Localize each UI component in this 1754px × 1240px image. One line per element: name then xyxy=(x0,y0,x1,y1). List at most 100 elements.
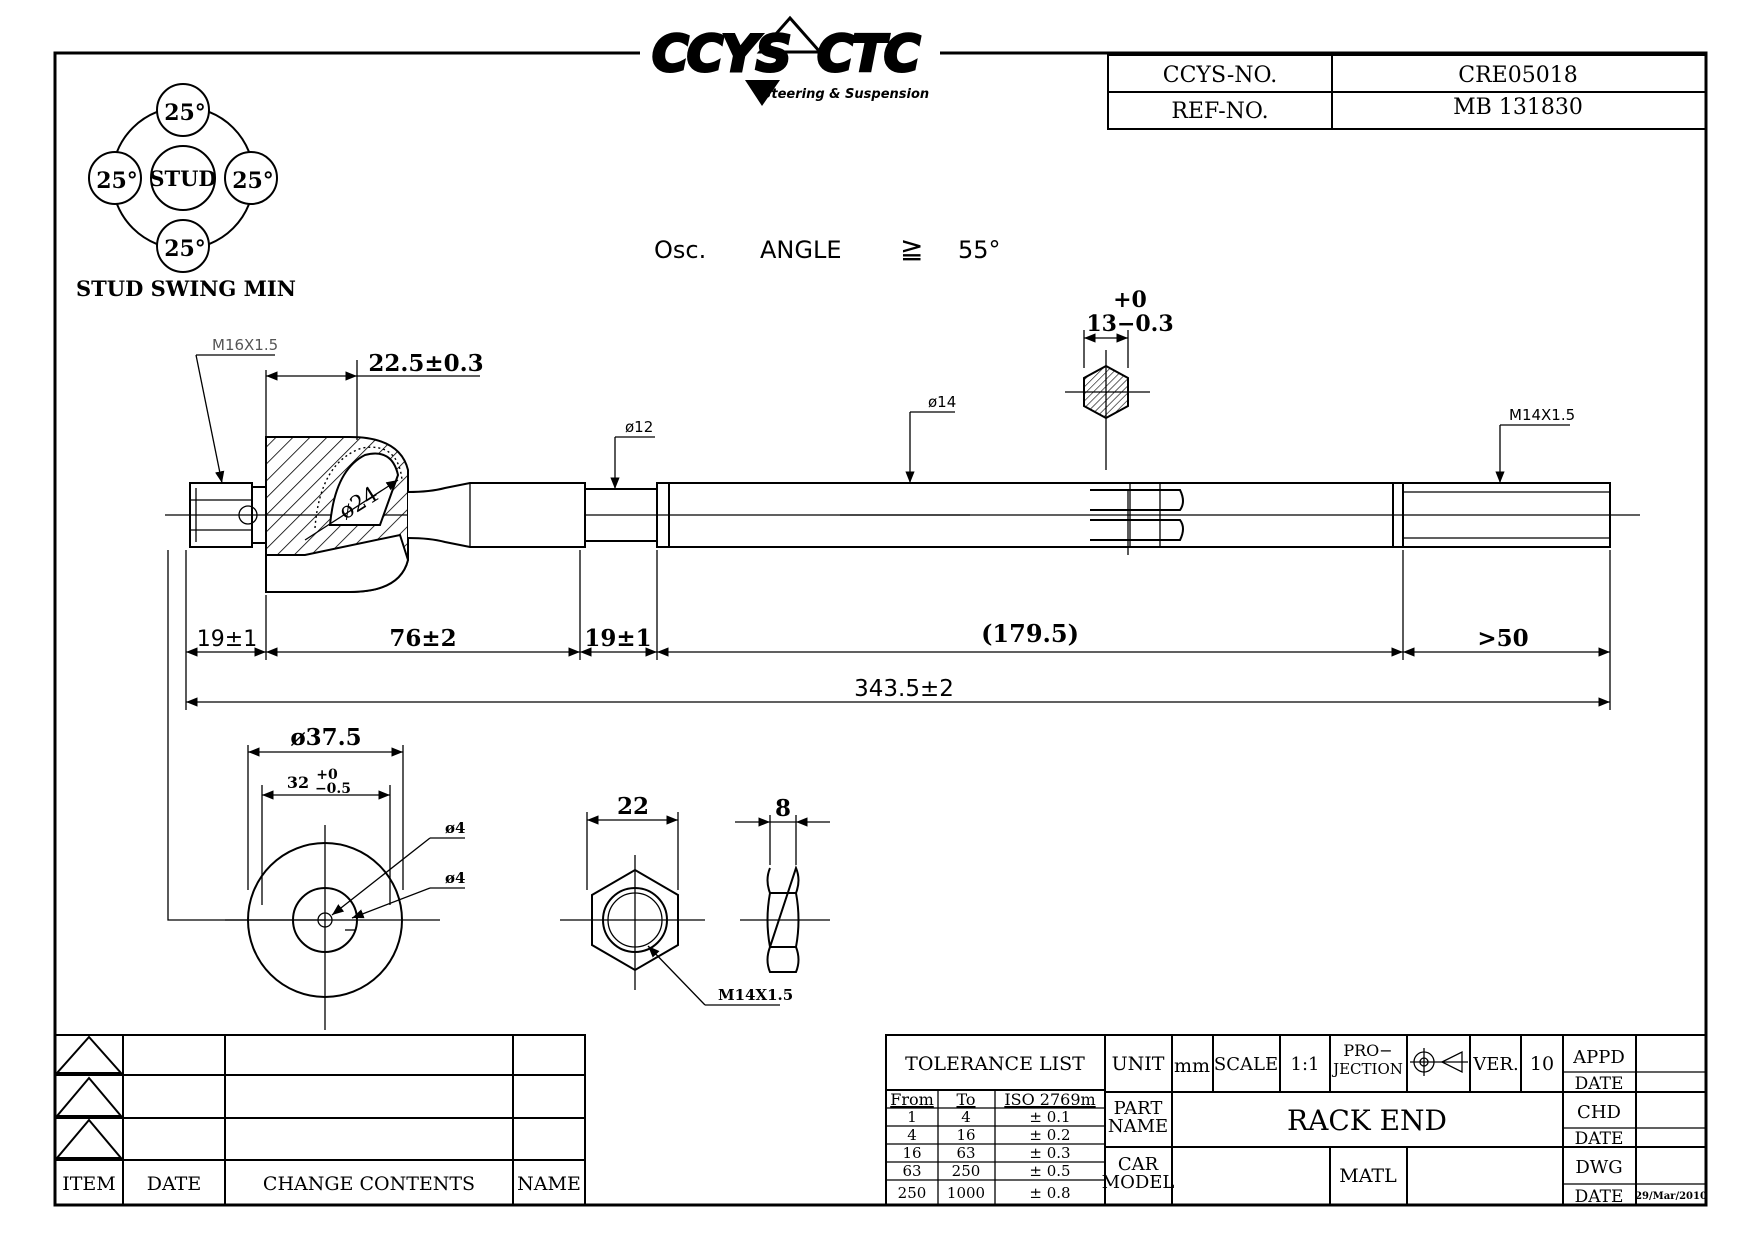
stud-swing-diagram: STUD 25° 25° 25° 25° STUD SWING MIN xyxy=(76,83,296,301)
tol-value: ± 0.1 xyxy=(1029,1108,1070,1126)
osc-label: Osc. xyxy=(654,236,706,264)
logo-brand-right: CTC xyxy=(817,25,921,83)
gte-symbol: ≧ xyxy=(900,232,923,265)
hex-tol-top: +0 xyxy=(1113,287,1147,313)
logo-tagline: Steering & Suspension xyxy=(762,87,929,102)
dim-32-tol-bottom: −0.5 xyxy=(315,781,351,797)
angle-label: ANGLE xyxy=(760,236,842,264)
tol-from: 16 xyxy=(902,1144,921,1162)
nut-thread-label: M14X1.5 xyxy=(718,986,793,1004)
unit-label: UNIT xyxy=(1112,1053,1165,1075)
stud-label: STUD xyxy=(149,166,216,191)
rev-header-name: NAME xyxy=(517,1173,581,1195)
housing-length-label: 22.5±0.3 xyxy=(368,350,483,377)
revision-table: ITEM DATE CHANGE CONTENTS NAME xyxy=(54,1034,586,1206)
chd-date-label: DATE xyxy=(1575,1129,1624,1149)
dim-over-50: >50 xyxy=(1477,625,1528,652)
tol-from: 63 xyxy=(902,1162,921,1180)
dwg-label: DWG xyxy=(1575,1157,1622,1178)
projection-label-1: PRO− xyxy=(1343,1041,1392,1060)
version-value: 10 xyxy=(1530,1053,1554,1075)
ref-no-label: REF-NO. xyxy=(1171,99,1268,124)
swing-angle-bottom: 25° xyxy=(164,236,206,262)
dim-dia-37-5: ø37.5 xyxy=(290,724,361,751)
unit-value: mm xyxy=(1174,1055,1210,1077)
tol-header-from: From xyxy=(890,1090,934,1109)
title-block: TOLERANCE LIST From To ISO 2769m 1 4 ± 0… xyxy=(885,1034,1707,1207)
drawing-frame xyxy=(53,51,1708,1207)
rev-header-date: DATE xyxy=(147,1173,201,1195)
osc-angle-value: 55° xyxy=(958,236,1001,264)
tolerance-title: TOLERANCE LIST xyxy=(905,1053,1085,1075)
projection-label-2: JECTION xyxy=(1331,1060,1403,1078)
dim-19-mid: 19±1 xyxy=(584,625,651,652)
dim-32: 32 xyxy=(287,773,309,792)
material-label: MATL xyxy=(1339,1165,1397,1187)
tol-row-2: 4 16 ± 0.2 xyxy=(907,1126,1070,1144)
part-name-label-2: NAME xyxy=(1108,1116,1168,1137)
tol-header-iso: ISO 2769m xyxy=(1004,1090,1095,1109)
revision-triangle-2 xyxy=(54,1076,124,1117)
tol-from: 250 xyxy=(898,1184,927,1202)
appd-date-label: DATE xyxy=(1575,1074,1624,1094)
length-dimensions: 19±1 76±2 19±1 (179.5) >50 343.5±2 xyxy=(185,550,1611,710)
car-model-label-2: MODEL xyxy=(1102,1172,1175,1193)
hole-dia-2: ø4 xyxy=(445,869,465,887)
nut-thickness-label: 8 xyxy=(775,795,791,822)
dwg-date-label: DATE xyxy=(1575,1187,1624,1207)
tol-to: 16 xyxy=(956,1126,975,1144)
swing-angle-top: 25° xyxy=(164,100,206,126)
dim-179-5: (179.5) xyxy=(981,619,1079,648)
swing-angle-left: 25° xyxy=(96,168,138,194)
car-model-label-1: CAR xyxy=(1118,1154,1159,1175)
dim-32-tol-top: +0 xyxy=(316,767,338,783)
tol-value: ± 0.3 xyxy=(1029,1144,1070,1162)
tol-to: 63 xyxy=(956,1144,975,1162)
tol-from: 1 xyxy=(907,1108,917,1126)
first-angle-projection-icon xyxy=(1410,1048,1468,1076)
part-number-table: CCYS-NO. CRE05018 REF-NO. MB 131830 xyxy=(1107,54,1707,130)
revision-triangle-1 xyxy=(54,1035,124,1074)
hole-dia-1: ø4 xyxy=(445,819,465,837)
part-name-label-1: PART xyxy=(1114,1098,1163,1119)
tol-value: ± 0.8 xyxy=(1029,1184,1070,1202)
stud-end-view: ø37.5 32 +0 −0.5 ø4 ø4 xyxy=(167,550,465,1030)
version-label: VER. xyxy=(1472,1054,1518,1075)
tol-row-4: 63 250 ± 0.5 xyxy=(902,1162,1070,1180)
tol-row-5: 250 1000 ± 0.8 xyxy=(898,1184,1071,1202)
revision-triangle-3 xyxy=(54,1118,124,1159)
dim-76: 76±2 xyxy=(389,625,456,652)
tol-value: ± 0.2 xyxy=(1029,1126,1070,1144)
dwg-date-value: 29/Mar/2010 xyxy=(1635,1191,1707,1202)
swing-angle-right: 25° xyxy=(232,168,274,194)
osc-angle-note: Osc. ANGLE ≧ 55° xyxy=(654,232,1001,265)
tol-to: 1000 xyxy=(947,1184,985,1202)
hex-section-view: +0 13−0.3 xyxy=(1065,287,1174,555)
scale-label: SCALE xyxy=(1214,1054,1278,1075)
tol-row-3: 16 63 ± 0.3 xyxy=(902,1144,1070,1162)
tol-to: 250 xyxy=(952,1162,981,1180)
nut-side-view: 8 xyxy=(735,795,830,973)
thread-right-label: M14X1.5 xyxy=(1509,406,1575,424)
tol-row-1: 1 4 ± 0.1 xyxy=(907,1108,1070,1126)
thread-left-label: M16X1.5 xyxy=(212,336,278,354)
dim-19-left: 19±1 xyxy=(197,627,257,652)
tol-to: 4 xyxy=(961,1108,971,1126)
nut-front-view: 22 M14X1.5 xyxy=(560,793,793,1006)
company-logo: CCYS CTC Steering & Suspension xyxy=(651,15,929,106)
part-name-value: RACK END xyxy=(1287,1104,1447,1137)
ref-no-value: MB 131830 xyxy=(1453,95,1583,120)
dia12-label: ø12 xyxy=(625,418,653,436)
chd-label: CHD xyxy=(1577,1102,1621,1123)
scale-value: 1:1 xyxy=(1291,1054,1320,1075)
tol-value: ± 0.5 xyxy=(1029,1162,1070,1180)
dim-total-length: 343.5±2 xyxy=(854,676,954,702)
tol-from: 4 xyxy=(907,1126,917,1144)
appd-label: APPD xyxy=(1572,1047,1625,1068)
rev-header-change: CHANGE CONTENTS xyxy=(263,1173,475,1195)
dia14-label: ø14 xyxy=(928,393,956,411)
tol-header-to: To xyxy=(956,1090,975,1109)
rack-end-side-view xyxy=(165,436,1640,593)
hex-size-label: 13−0.3 xyxy=(1086,311,1173,337)
